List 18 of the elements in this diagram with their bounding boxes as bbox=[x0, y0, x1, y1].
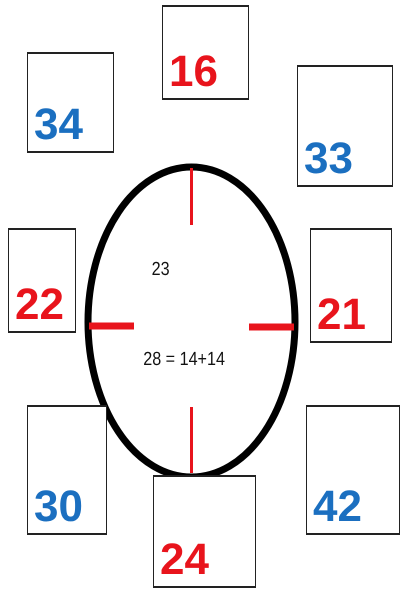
number-box bbox=[27, 52, 114, 153]
number-box bbox=[310, 228, 392, 343]
number-box bbox=[27, 405, 107, 535]
number: 24 bbox=[160, 538, 209, 582]
number: 16 bbox=[169, 50, 218, 94]
number-box bbox=[306, 405, 400, 535]
number: 21 bbox=[317, 293, 366, 337]
number-box bbox=[162, 5, 249, 100]
number-box bbox=[297, 65, 393, 187]
number-box bbox=[153, 475, 256, 588]
number: 22 bbox=[15, 283, 64, 327]
number-sentence: 28 = 14+14 bbox=[143, 349, 225, 371]
number: 30 bbox=[34, 485, 83, 529]
number-sentence: 23 bbox=[152, 259, 170, 281]
number: 33 bbox=[304, 137, 353, 181]
number: 34 bbox=[34, 103, 83, 147]
number-box bbox=[8, 228, 76, 333]
number: 42 bbox=[313, 485, 362, 529]
